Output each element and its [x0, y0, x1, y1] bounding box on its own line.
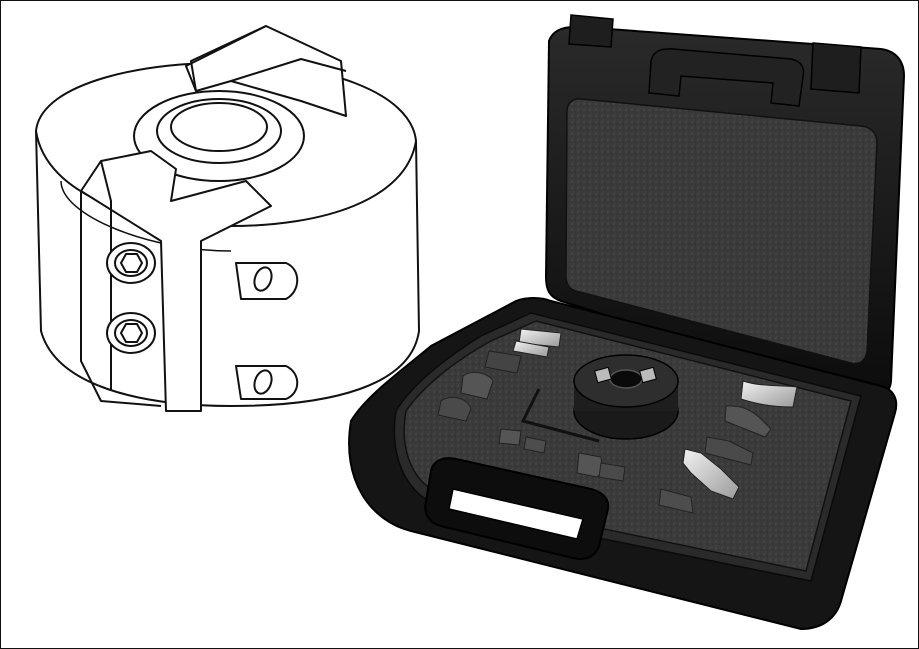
latch-left-icon	[568, 14, 614, 48]
lid-foam	[565, 98, 878, 365]
bore-inner-ring	[170, 102, 268, 152]
front-handle-grip	[448, 488, 584, 540]
knife-front	[80, 150, 272, 412]
knife-piece	[518, 328, 562, 348]
cutter-head-in-case-icon	[573, 354, 679, 440]
knife-piece	[682, 448, 740, 500]
cutter-head-icon	[35, 25, 420, 412]
slot-upper-icon	[235, 262, 299, 300]
latch-right-icon	[810, 42, 862, 94]
knife-piece	[437, 396, 472, 422]
knife-piece	[498, 428, 522, 446]
knife-piece	[724, 405, 772, 438]
hex-key-icon	[520, 388, 600, 443]
knife-piece	[740, 380, 798, 408]
knife-piece	[484, 350, 522, 374]
knife-piece	[598, 462, 626, 482]
knife-set-left	[437, 328, 626, 482]
knife-piece	[460, 371, 494, 400]
knife-piece	[704, 436, 754, 466]
case-icon	[348, 14, 906, 631]
knife-piece	[512, 340, 550, 358]
slot-lower-icon	[235, 365, 299, 400]
bolt-lower-icon	[106, 312, 156, 354]
lid-handle	[648, 48, 805, 107]
knife-piece	[523, 436, 547, 454]
knife-set-right	[658, 380, 798, 514]
knife-piece	[658, 488, 694, 514]
bolt-upper-icon	[106, 242, 156, 284]
